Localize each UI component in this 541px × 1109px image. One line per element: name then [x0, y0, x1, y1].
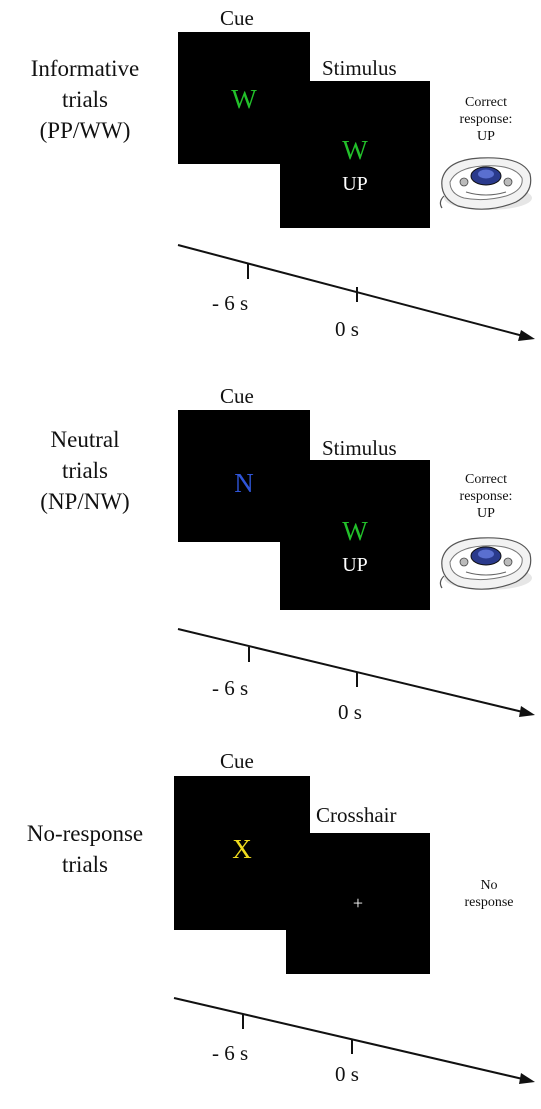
timeline-axis — [177, 244, 535, 341]
trial-type-label: Neutral trials (NP/NW) — [0, 424, 170, 517]
response-line: response — [464, 895, 514, 910]
timeline-axis — [173, 997, 535, 1084]
trial-type-label-line: Neutral — [50, 427, 120, 452]
cue-caption: Cue — [220, 6, 254, 30]
cue-caption: Cue — [220, 749, 254, 773]
time-label-cue: - 6 s — [212, 1041, 249, 1065]
stimulus-symbol: W — [342, 516, 368, 546]
response-line: No — [480, 878, 498, 893]
panel-no-response-trials: No-response trials Cue X Crosshair + No … — [0, 746, 541, 1109]
crosshair-screen: + — [286, 833, 430, 974]
stimulus-symbol: W — [342, 135, 368, 165]
cue-caption: Cue — [220, 384, 254, 408]
cue-symbol: W — [231, 84, 257, 114]
trial-type-label: Informative trials (PP/WW) — [0, 53, 170, 146]
stimulus-caption: Stimulus — [322, 56, 397, 80]
response-line: Correct — [465, 472, 507, 487]
stimulus-screen: W UP — [280, 81, 430, 228]
response-line: response: — [459, 112, 513, 127]
trial-type-label: No-response trials — [0, 818, 170, 880]
cue-symbol: N — [234, 468, 254, 498]
trial-type-label-line: trials — [62, 458, 108, 483]
response-text: No response — [440, 877, 538, 911]
response-line: UP — [477, 129, 495, 144]
panel-neutral-trials: Neutral trials (NP/NW) Cue N Stimulus W … — [0, 382, 541, 745]
time-label-crosshair: 0 s — [335, 1062, 359, 1086]
response-line: Correct — [465, 95, 507, 110]
response-pad-icon — [439, 157, 532, 210]
response-text: Correct response: UP — [437, 471, 535, 522]
trial-type-label-line: No-response — [26, 821, 144, 846]
panel-informative-trials: Informative trials (PP/WW) Cue W Stimulu… — [0, 0, 541, 363]
stimulus-subtext: UP — [342, 554, 368, 576]
crosshair-symbol: + — [352, 893, 364, 913]
response-text: Correct response: UP — [437, 94, 535, 145]
timeline-axis — [177, 628, 535, 717]
response-line: response: — [459, 489, 513, 504]
cue-symbol: X — [232, 834, 252, 864]
trial-type-label-line: trials — [62, 852, 108, 877]
response-pad-icon — [439, 537, 532, 590]
stimulus-screen: W UP — [280, 460, 430, 610]
time-label-cue: - 6 s — [212, 291, 249, 315]
trial-type-label-line: (NP/NW) — [40, 489, 130, 514]
stimulus-caption: Crosshair — [316, 803, 397, 827]
time-label-stimulus: 0 s — [335, 317, 359, 341]
trial-type-label-line: (PP/WW) — [39, 118, 131, 143]
trial-type-label-line: trials — [62, 87, 108, 112]
time-label-cue: - 6 s — [212, 676, 249, 700]
trial-type-label-line: Informative — [30, 56, 140, 81]
time-label-stimulus: 0 s — [338, 700, 362, 724]
stimulus-subtext: UP — [342, 173, 368, 195]
response-line: UP — [477, 506, 495, 521]
stimulus-caption: Stimulus — [322, 436, 397, 460]
